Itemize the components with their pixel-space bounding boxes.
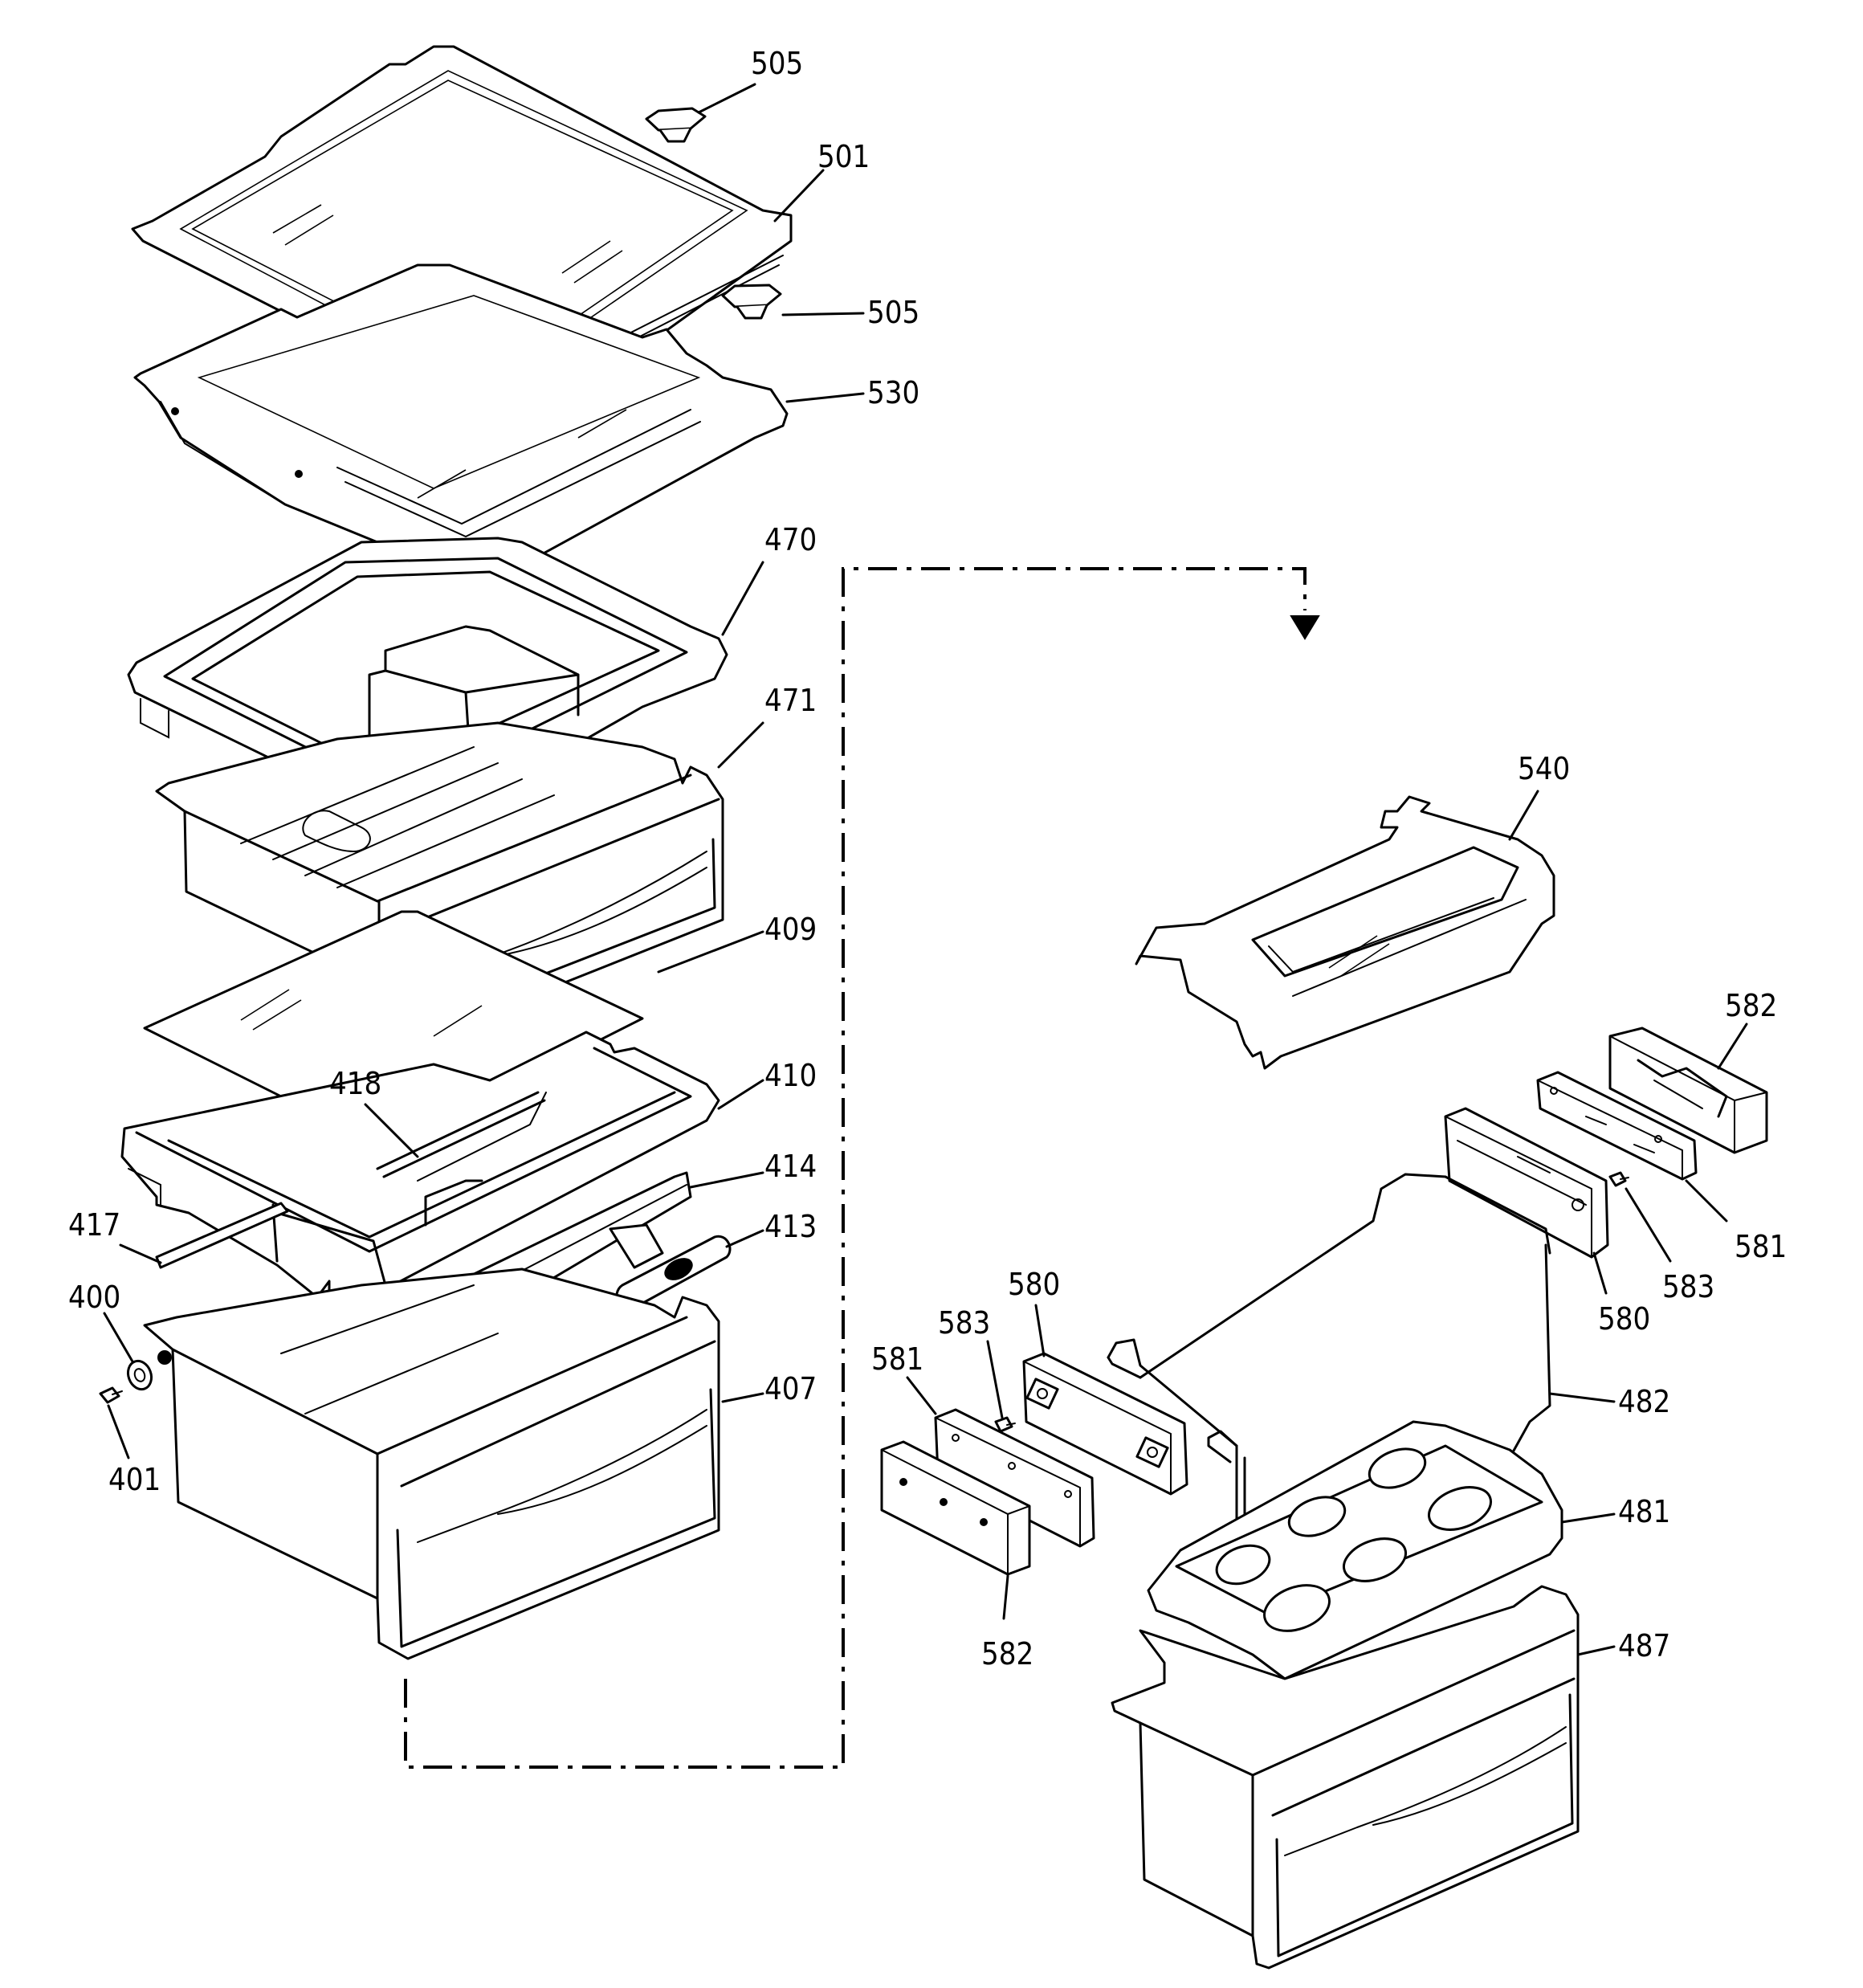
callout-583-right: 583	[1662, 1269, 1714, 1304]
callout-413: 413	[764, 1209, 817, 1244]
callout-414: 414	[764, 1149, 817, 1184]
part-583-screw-right	[1608, 1171, 1629, 1187]
leader-lines	[103, 83, 1748, 1656]
part-505-clip-mid	[721, 284, 782, 320]
part-407-main-drawer	[143, 1268, 720, 1660]
callout-417: 417	[68, 1207, 120, 1243]
part-481-can-holder	[1147, 1420, 1563, 1680]
part-582-block-right	[1608, 1027, 1768, 1154]
part-540-snack-pan	[1135, 795, 1555, 1070]
part-401-screw	[99, 1386, 123, 1404]
callout-530: 530	[867, 375, 919, 410]
callout-407: 407	[764, 1371, 817, 1406]
callout-501: 501	[817, 139, 870, 174]
part-582-block-left	[880, 1440, 1031, 1576]
assembly-arrow	[1290, 615, 1320, 640]
callout-580-right: 580	[1598, 1301, 1650, 1337]
part-418-rod	[376, 1091, 546, 1178]
part-487-lower-bin	[1111, 1585, 1580, 1970]
callout-400: 400	[68, 1280, 120, 1315]
callout-582-right: 582	[1725, 988, 1777, 1023]
callout-540: 540	[1518, 751, 1570, 786]
part-505-clip-top	[645, 107, 707, 143]
part-580-plate-left	[1022, 1352, 1188, 1496]
callout-582-left: 582	[981, 1636, 1033, 1672]
callout-487: 487	[1618, 1628, 1670, 1663]
callout-410: 410	[764, 1058, 817, 1093]
callout-labels: 505 501 505 530 470 471 409 418 410 414 …	[68, 46, 1787, 1672]
callout-471: 471	[764, 683, 817, 718]
callout-418: 418	[329, 1066, 381, 1101]
callout-401: 401	[108, 1462, 161, 1497]
callout-481: 481	[1618, 1494, 1670, 1529]
callout-482: 482	[1618, 1384, 1670, 1419]
part-417-rail	[155, 1202, 289, 1269]
callout-409: 409	[764, 912, 817, 947]
part-580-plate-right	[1444, 1107, 1609, 1259]
callout-580-left: 580	[1008, 1267, 1060, 1302]
callout-505-mid: 505	[867, 295, 919, 330]
part-410-frame	[120, 1031, 720, 1311]
part-583-screw-left	[994, 1416, 1016, 1433]
part-581-bracket-right	[1536, 1071, 1698, 1181]
part-530-shelf-frame	[133, 263, 789, 598]
callout-583-left: 583	[938, 1305, 990, 1341]
callout-470: 470	[764, 522, 817, 557]
callout-505-top: 505	[751, 46, 803, 81]
callout-581-right: 581	[1735, 1229, 1787, 1264]
assembly-link-path	[404, 567, 1307, 1769]
part-400-roller	[126, 1359, 153, 1391]
callout-581-left: 581	[871, 1341, 923, 1377]
